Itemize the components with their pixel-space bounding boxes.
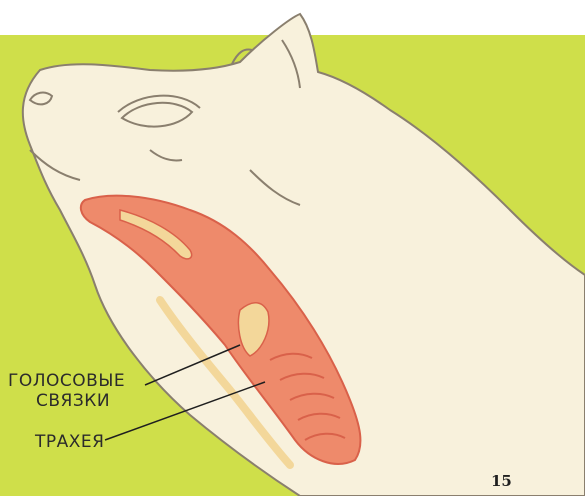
vocal-cords-label-line2: СВЯЗКИ [36, 391, 110, 411]
vocal-cords-label-line1: ГОЛОСОВЫЕ [8, 371, 125, 391]
page-number: 15 [491, 472, 512, 490]
trachea-label: ТРАХЕЯ [34, 432, 104, 452]
